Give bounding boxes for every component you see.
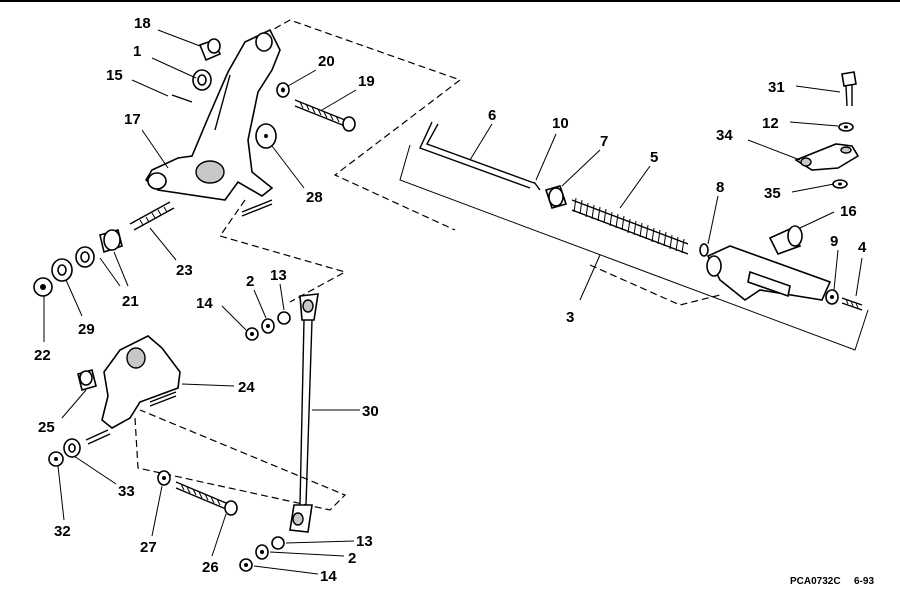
callout-32: 32 [54,523,71,540]
callout-6: 6 [488,107,496,124]
figure-code-date: 6-93 [854,576,874,587]
callout-14-upper: 14 [196,295,213,312]
upper-bellcrank [144,28,281,217]
nut-9 [825,289,839,305]
washer-29 [51,258,73,282]
callout-2-upper: 2 [246,273,254,290]
spring-5 [571,197,689,255]
bushing-7 [544,185,568,209]
bushing-13-upper [277,311,291,325]
callout-4: 4 [858,239,867,256]
clip-10 [533,181,541,191]
washer-35 [832,179,848,189]
washer-2-upper [261,318,275,334]
callout-17: 17 [124,111,141,128]
washer-12 [838,122,854,132]
ring-8 [699,243,709,257]
bushing-18 [198,38,222,62]
bracket-34 [794,143,860,171]
callout-29: 29 [78,321,95,338]
callout-33: 33 [118,483,135,500]
callout-21: 21 [122,293,139,310]
nut-32 [48,451,64,467]
nut-14-upper [245,327,259,341]
callout-27: 27 [140,539,157,556]
callout-1: 1 [133,43,141,60]
nut-22 [33,277,53,297]
spacer-21 [75,229,123,268]
screw-19 [294,99,356,132]
link-rod-30 [289,293,319,533]
figure-code-id: PCA0732C [790,576,841,587]
callout-15: 15 [106,67,123,84]
callout-24: 24 [238,379,255,396]
callout-22: 22 [34,347,51,364]
rod-6 [419,121,535,189]
nut-14-lower [239,558,253,572]
callout-13-lower: 13 [356,533,373,550]
callout-20: 20 [318,53,335,70]
callout-3: 3 [566,309,574,326]
callout-12: 12 [762,115,779,132]
callout-13-upper: 13 [270,267,287,284]
bushing-13-lower [271,536,285,550]
washer-28 [255,123,277,149]
callout-10: 10 [552,115,569,132]
callout-labels: 18 1 15 17 20 19 28 23 21 22 29 2 13 14 … [34,15,867,585]
washer-1 [192,69,212,91]
callout-14-lower: 14 [320,568,337,585]
washer-2-lower [255,544,269,560]
shaft-assembly-outline [399,144,869,351]
callout-31: 31 [768,79,785,96]
pin-15 [171,94,193,103]
callout-5: 5 [650,149,658,166]
callout-26: 26 [202,559,219,576]
callout-8: 8 [716,179,724,196]
pin-16 [768,225,803,255]
callout-28: 28 [306,189,323,206]
stud-23 [129,201,175,231]
callout-35: 35 [764,185,781,202]
lower-lever-24 [85,335,181,445]
dashed-guide-lines [134,19,721,511]
screw-4 [841,297,863,311]
callout-16: 16 [840,203,857,220]
nut-20 [276,82,290,98]
callout-19: 19 [358,73,375,90]
callout-7: 7 [600,133,608,150]
throttle-shaft-body [706,245,832,301]
nut-27 [157,470,171,486]
bushing-25 [77,369,97,391]
washer-33 [63,438,81,458]
callout-25: 25 [38,419,55,436]
callout-18: 18 [134,15,151,32]
screw-31 [841,71,857,107]
leader-lines [43,29,863,575]
callout-9: 9 [830,233,838,250]
callout-30: 30 [362,403,379,420]
screw-26 [175,481,238,516]
figure-code: PCA0732C 6-93 [790,576,874,587]
callout-23: 23 [176,262,193,279]
callout-34: 34 [716,127,733,144]
callout-2-lower: 2 [348,550,356,567]
